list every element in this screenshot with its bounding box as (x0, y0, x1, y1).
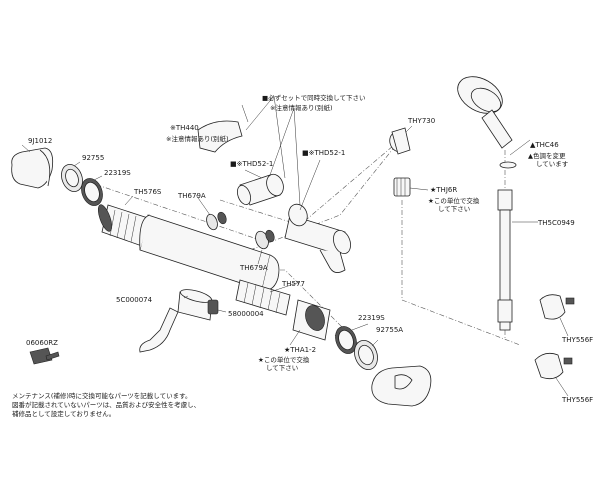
shower-head (457, 76, 513, 149)
label-th577: TH577 (281, 280, 305, 288)
spout-5c000074 (139, 289, 213, 353)
note-set-thj6r-2: して下さい (438, 205, 470, 213)
hose-th5c0949 (497, 189, 513, 331)
key-06060rz (29, 347, 60, 365)
note-color-change-2: しています (536, 160, 569, 168)
ring-th679a-b (255, 229, 275, 250)
label-92755: 92755 (82, 154, 104, 162)
handle-right-bottom (371, 365, 432, 407)
ring-22319s-bottom (335, 326, 357, 354)
holder-thy556f-a (539, 294, 575, 320)
unit-tha12 (292, 299, 331, 341)
note-caution-top: ※注意情報あり(別紙) (270, 103, 333, 112)
label-thc46: ▲THC46 (530, 141, 559, 149)
label-thy556f-a: THY556F (561, 336, 593, 344)
note-must-set: ■必ずセットで同時交換して下さい (262, 93, 365, 102)
note-set-tha12-2: して下さい (266, 364, 298, 372)
label-thd52-a: ■※THD52-1 (230, 160, 273, 168)
cover-th440 (197, 120, 243, 153)
label-tha12: ★THA1-2 (284, 346, 316, 354)
cartridge-th577 (235, 279, 291, 316)
label-5c000074: 5C000074 (116, 296, 153, 304)
label-th576s: TH576S (133, 188, 162, 196)
label-th5c0949: TH5C0949 (537, 219, 575, 227)
part-58000004 (207, 299, 219, 315)
label-th679a-b: TH679A (239, 264, 268, 272)
arm-thd52-b (284, 203, 351, 273)
leader-lines (21, 95, 569, 397)
label-thy556f-b: THY556F (561, 396, 593, 404)
footer-line-2: 図番が記載されていないパーツは、品質および安全性を考慮し、 (12, 400, 200, 409)
label-22319s-top: 22319S (104, 169, 131, 177)
label-th440: ※TH440 (170, 124, 199, 132)
elbow-thy730 (389, 127, 411, 155)
ring-thc46 (499, 161, 517, 169)
ring-22319s-top (81, 178, 103, 206)
label-thy730: THY730 (407, 117, 435, 125)
label-9j1012: 9J1012 (28, 137, 52, 145)
note-color-change-1: ▲色調を変更 (528, 151, 566, 160)
label-92755a: 92755A (376, 326, 403, 334)
holder-thy556f-b (534, 352, 573, 380)
footer-line-3: 補修品として設定しておりません。 (12, 409, 115, 418)
label-th679a-a: TH679A (177, 192, 206, 200)
note-set-thj6r-1: ★この単位で交換 (428, 196, 480, 205)
ring-92755 (61, 164, 83, 192)
ring-92755a (354, 340, 378, 370)
cartridge-th576s (97, 204, 149, 247)
part-labels: 9J1012 92755 22319S TH576S TH679A ※TH440… (26, 93, 593, 404)
label-06060rz: 06060RZ (26, 339, 58, 347)
label-thj6r: ★THJ6R (430, 186, 457, 194)
note-set-tha12-1: ★この単位で交換 (258, 355, 310, 364)
nut-thj6r (393, 177, 411, 197)
label-thd52-b: ■※THD52-1 (302, 149, 345, 157)
elbow-thd52-a (237, 173, 284, 206)
handle-9j1012 (11, 147, 54, 189)
mixer-body (139, 214, 280, 291)
label-22319s-bottom: 22319S (358, 314, 385, 322)
note-caution-th440: ※注意情報あり(別紙) (166, 134, 229, 143)
ring-th679a-a (206, 211, 227, 231)
footer-note: メンテナンス(補修)時に交換可能なパーツを記載しています。 図番が記載されていな… (12, 391, 200, 418)
assembly-dashed-lines (67, 139, 521, 366)
label-58000004: 58000004 (228, 310, 264, 318)
footer-line-1: メンテナンス(補修)時に交換可能なパーツを記載しています。 (12, 391, 191, 400)
